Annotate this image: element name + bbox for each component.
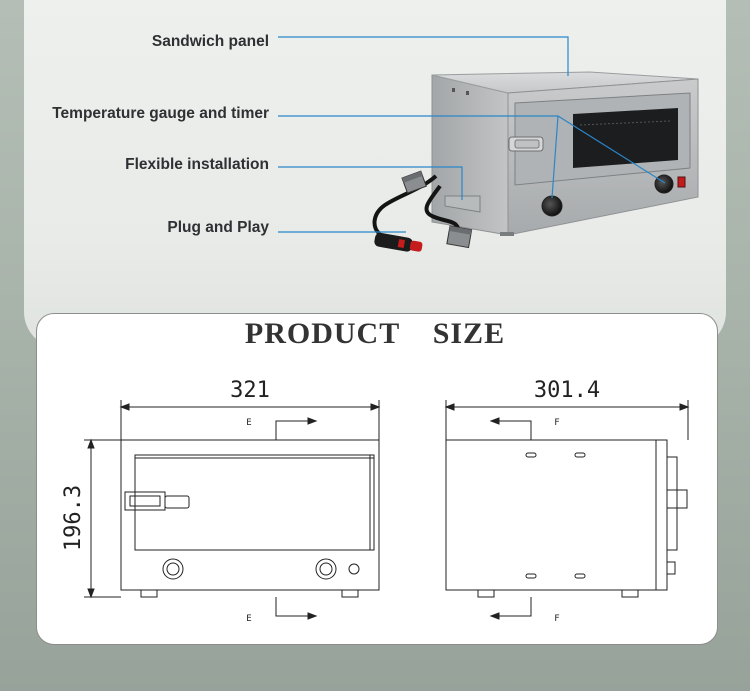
section-e-top: E — [246, 418, 251, 428]
side-view-drawing — [444, 400, 690, 620]
plug-and-play-label: Plug and Play — [167, 219, 269, 236]
front-view-drawing — [84, 400, 381, 620]
flexible-installation-callout — [278, 166, 463, 200]
section-e-bottom: E — [246, 614, 251, 624]
callout-lines — [278, 36, 666, 233]
sandwich-panel-label: Sandwich panel — [151, 33, 269, 50]
temperature-gauge-label: Temperature gauge and timer — [52, 105, 269, 122]
product-size-title: PRODUCT SIZE — [244, 317, 506, 350]
front-width-value: 321 — [230, 378, 270, 403]
sandwich-panel-callout — [278, 36, 569, 76]
temperature-callout-gauge — [551, 115, 559, 199]
section-f-bottom: F — [554, 614, 559, 624]
height-value: 196.3 — [61, 485, 86, 551]
section-f-top: F — [554, 418, 559, 428]
power-cables — [372, 170, 473, 252]
flexible-installation-label: Flexible installation — [125, 156, 269, 173]
side-depth-value: 301.4 — [534, 378, 600, 403]
